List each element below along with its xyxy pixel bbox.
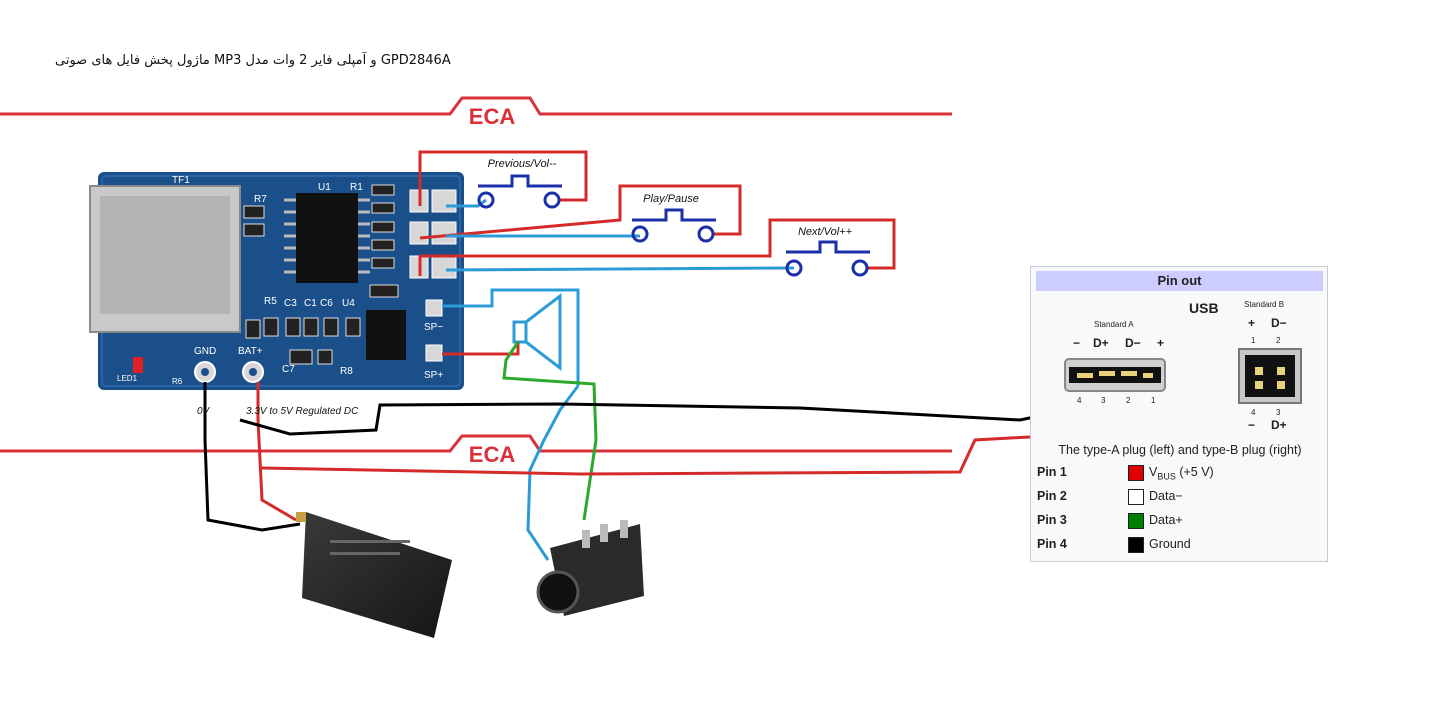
gnd-voltage-label: 0V	[197, 406, 211, 417]
label-c3: C3	[284, 298, 297, 309]
label-c1: C1	[304, 298, 317, 309]
label-led1: LED1	[117, 374, 138, 383]
chip-u4	[366, 310, 406, 360]
label-r6: R6	[172, 377, 183, 386]
usb-pinout-panel: Pin out USB Standard A Standard B − D+ D…	[1030, 266, 1328, 562]
button-next-label: Next/Vol++	[798, 226, 853, 238]
page-title: GPD2846A و آمپلی فایر 2 وات مدل MP3 ماژو…	[55, 53, 451, 68]
button-previous	[418, 150, 588, 209]
chip-u1	[296, 193, 358, 283]
label-r5: R5	[264, 296, 277, 307]
svg-text:−: −	[1248, 418, 1255, 432]
pin-row-1: Pin 1 VBUS (+5 V)	[1037, 465, 1214, 482]
label-c6: C6	[320, 298, 333, 309]
battery-image	[296, 512, 452, 638]
svg-text:+: +	[1248, 316, 1255, 330]
svg-text:+: +	[1157, 336, 1164, 350]
label-spp: SP+	[424, 370, 443, 381]
svg-text:D+: D+	[1093, 336, 1109, 350]
label-u4: U4	[342, 298, 355, 309]
eca-bar-bottom: ECA	[0, 434, 952, 467]
eca-bar-top: ECA	[0, 96, 952, 129]
power-wires	[203, 382, 1158, 532]
button-next	[418, 218, 896, 277]
button-previous-label: Previous/Vol--	[488, 158, 557, 170]
button-play-label: Play/Pause	[643, 193, 699, 205]
svg-text:4: 4	[1077, 396, 1082, 405]
svg-text:3: 3	[1276, 408, 1281, 417]
label-c7: C7	[282, 364, 295, 375]
pinout-caption: The type-A plug (left) and type-B plug (…	[1058, 443, 1302, 457]
svg-text:D−: D−	[1271, 316, 1287, 330]
mp3-module-board: TF1 R7 U1 R1 R5 C3 C1 C6 U4 C7 R8 LED1 R…	[89, 172, 464, 390]
label-r8: R8	[340, 366, 353, 377]
audio-jack-image	[536, 520, 644, 616]
button-play	[419, 184, 742, 243]
svg-text:4: 4	[1251, 408, 1256, 417]
svg-text:D+: D+	[1271, 418, 1287, 432]
pin-2-swatch	[1128, 489, 1144, 505]
label-tf1: TF1	[172, 175, 190, 186]
pin-row-2: Pin 2 Data−	[1037, 489, 1183, 505]
pin-row-3: Pin 3 Data+	[1037, 513, 1183, 529]
pin-4-swatch	[1128, 537, 1144, 553]
eca-logo-top: ECA	[469, 104, 516, 129]
label-bat: BAT+	[238, 346, 263, 357]
supply-voltage-label: 3.3V to 5V Regulated DC	[246, 406, 359, 417]
led	[133, 357, 143, 373]
label-r1: R1	[350, 182, 363, 193]
svg-text:D−: D−	[1125, 336, 1141, 350]
svg-text:2: 2	[1126, 396, 1131, 405]
svg-text:−: −	[1073, 336, 1080, 350]
usb-connector-drawings: USB Standard A Standard B − D+ D− + + D−…	[1064, 300, 1302, 432]
pin-row-4: Pin 4 Ground	[1037, 537, 1191, 553]
speaker-icon	[442, 288, 598, 561]
svg-text:1: 1	[1151, 396, 1156, 405]
pinout-header: Pin out	[1036, 271, 1323, 291]
label-gnd: GND	[194, 346, 216, 357]
usb-label: USB	[1189, 300, 1219, 316]
svg-text:3: 3	[1101, 396, 1106, 405]
standard-b-label: Standard B	[1244, 300, 1284, 309]
label-u1: U1	[318, 182, 331, 193]
pin-3-swatch	[1128, 513, 1144, 529]
eca-logo-bottom: ECA	[469, 442, 516, 467]
standard-a-label: Standard A	[1094, 320, 1134, 329]
label-spm: SP−	[424, 322, 443, 333]
pin-1-swatch	[1128, 465, 1144, 481]
svg-text:2: 2	[1276, 336, 1281, 345]
label-r7: R7	[254, 194, 267, 205]
svg-text:1: 1	[1251, 336, 1256, 345]
